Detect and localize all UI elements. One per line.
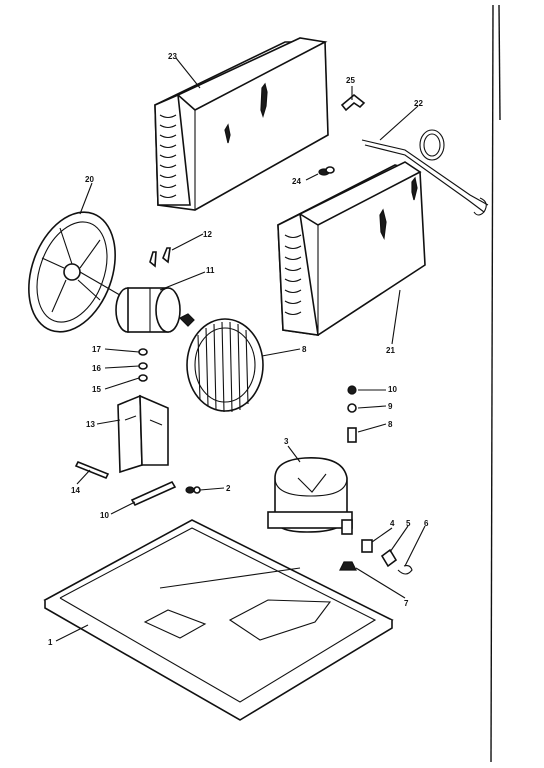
callout-12: 12 — [203, 230, 212, 239]
clip-parts — [361, 539, 413, 575]
callout-7: 7 — [404, 599, 409, 608]
page-border — [490, 4, 501, 763]
callout-11: 11 — [206, 266, 215, 275]
evaporator-coil — [154, 37, 329, 211]
callout-16: 16 — [92, 364, 101, 373]
callout-17: 17 — [92, 345, 101, 354]
callout-23: 23 — [168, 52, 177, 61]
condenser-coil — [277, 161, 426, 336]
grommet-stack — [347, 385, 357, 443]
callout-labels: 23 25 22 24 20 12 11 21 8 17 16 15 13 14… — [48, 52, 429, 647]
motor-hardware — [178, 313, 195, 327]
callout-4: 4 — [390, 519, 395, 528]
callout-14: 14 — [71, 486, 80, 495]
callout-8: 8 — [302, 345, 307, 354]
callout-21: 21 — [386, 346, 395, 355]
compressor-foot — [339, 561, 357, 571]
washer-stack — [138, 348, 148, 382]
callout-15: 15 — [92, 385, 101, 394]
fitting — [318, 166, 335, 176]
callout-10-left: 10 — [100, 511, 109, 520]
callout-10-right: 10 — [388, 385, 397, 394]
leader-lines — [55, 57, 426, 642]
callout-22: 22 — [414, 99, 423, 108]
callout-5: 5 — [406, 519, 411, 528]
motor-clips — [149, 247, 171, 268]
callout-2: 2 — [226, 484, 231, 493]
callout-20: 20 — [85, 175, 94, 184]
callout-24: 24 — [292, 177, 301, 186]
callout-25: 25 — [346, 76, 355, 85]
callout-13: 13 — [86, 420, 95, 429]
callout-1: 1 — [48, 638, 53, 647]
tubing-assembly — [361, 129, 489, 216]
callout-6: 6 — [424, 519, 429, 528]
callout-8-right: 8 — [388, 420, 393, 429]
support-bracket — [130, 480, 177, 507]
callout-3: 3 — [284, 437, 289, 446]
base-pan — [43, 519, 394, 721]
fan-shroud — [28, 211, 116, 333]
brace — [74, 460, 110, 480]
compressor — [267, 457, 353, 535]
motor-mount-bracket — [117, 394, 169, 474]
blower-motor — [79, 271, 181, 333]
tube-bracket — [340, 93, 366, 112]
fastener — [185, 486, 201, 494]
callout-9: 9 — [388, 402, 393, 411]
coil-fins-left — [159, 114, 177, 199]
blower-wheel — [186, 318, 264, 413]
coil-fins-right — [284, 234, 302, 316]
